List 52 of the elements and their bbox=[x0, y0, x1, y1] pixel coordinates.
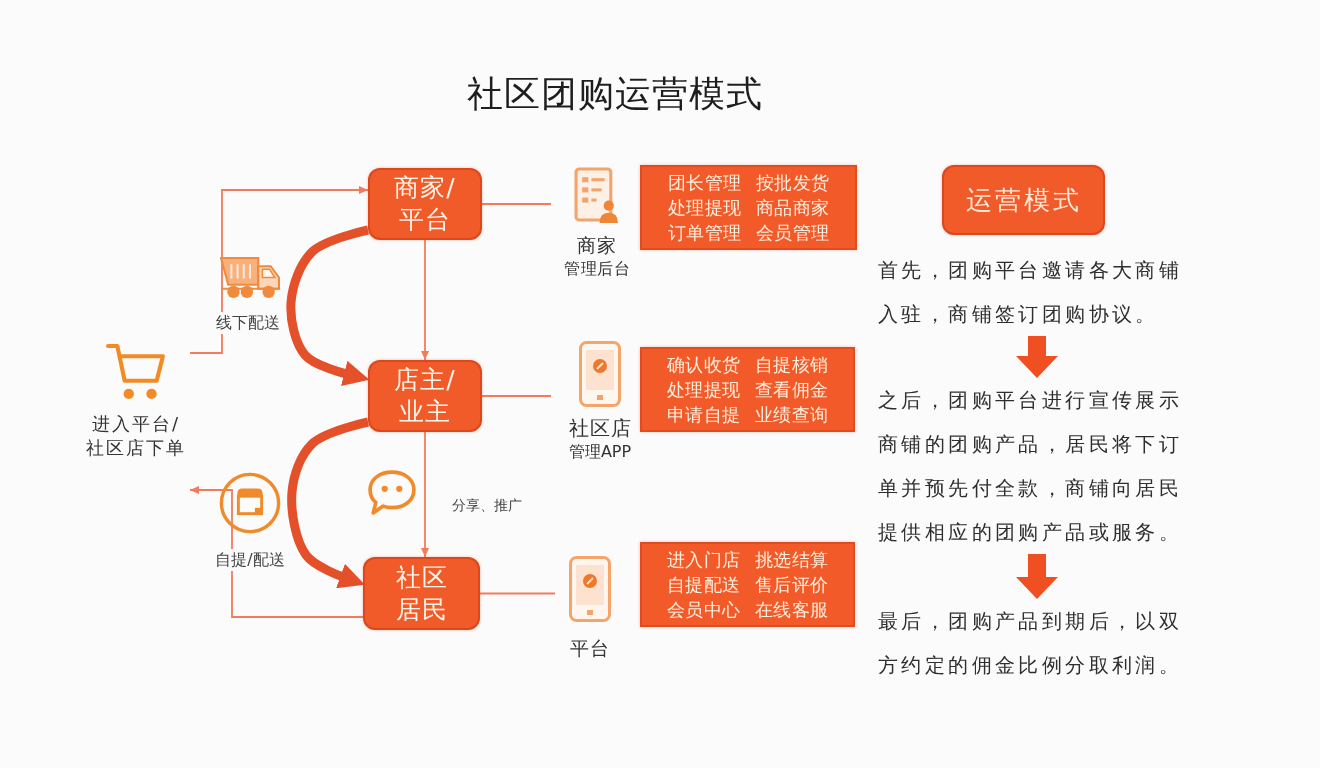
process-box bbox=[368, 168, 482, 240]
paragraph: 之后，团购平台进行宣传展示商铺的团购产品，居民将下订单并预先付全款，商铺向居民提供相应的团购产品或服务。 bbox=[878, 378, 1194, 554]
feature-label: 订单管理 bbox=[667, 221, 742, 245]
icon-caption: 平台 bbox=[570, 636, 610, 661]
feature-label: 在线客服 bbox=[754, 598, 829, 622]
paragraph: 首先，团购平台邀请各大商铺入驻，商铺签订团购协议。 bbox=[878, 248, 1194, 336]
feature-label: 会员管理 bbox=[755, 221, 830, 245]
feature-label: 申请自提 bbox=[666, 403, 741, 427]
edge-label: 分享、推广 bbox=[450, 495, 524, 515]
node-label: 店主/业主 bbox=[393, 364, 457, 428]
icon-caption: 社区店 bbox=[568, 415, 632, 441]
feature-label: 查看佣金 bbox=[754, 378, 829, 402]
feature-label: 自提核销 bbox=[754, 353, 829, 377]
feature-label: 挑选结算 bbox=[754, 548, 829, 572]
icon-caption: 管理APP bbox=[568, 441, 632, 463]
feature-label: 业绩查询 bbox=[754, 403, 829, 427]
connector-line bbox=[479, 592, 556, 595]
heading-box bbox=[942, 165, 1105, 235]
arrow bbox=[421, 239, 429, 361]
feature-label: 售后评价 bbox=[754, 573, 829, 597]
heading-label: 运营模式 bbox=[965, 184, 1082, 217]
curved-arrow bbox=[287, 417, 369, 589]
feature-panel bbox=[640, 347, 855, 432]
feature-panel bbox=[640, 542, 855, 627]
icon-caption: 进入平台/社区店下单 bbox=[85, 412, 187, 460]
process-box bbox=[368, 360, 482, 432]
feature-panel bbox=[640, 165, 857, 250]
node-label: 商家/平台 bbox=[393, 172, 457, 236]
feature-label: 处理提现 bbox=[667, 196, 742, 220]
icon-caption: 商家 bbox=[577, 233, 617, 258]
connector-line bbox=[481, 395, 552, 397]
feature-label: 处理提现 bbox=[666, 378, 741, 402]
block-arrow bbox=[1016, 554, 1058, 599]
title: 社区团购运营模式 bbox=[467, 72, 763, 116]
feature-label: 团长管理 bbox=[667, 171, 742, 195]
process-box bbox=[363, 557, 480, 630]
feature-label: 商品商家 bbox=[755, 196, 830, 220]
curved-arrow bbox=[286, 225, 370, 387]
feature-label: 确认收货 bbox=[666, 353, 741, 377]
arrow bbox=[189, 186, 369, 354]
feature-label: 按批发货 bbox=[755, 171, 830, 195]
feature-label: 会员中心 bbox=[666, 598, 741, 622]
arrow bbox=[421, 431, 429, 558]
icon-caption: 管理后台 bbox=[564, 258, 630, 280]
edge-label: 线下配送 bbox=[214, 312, 282, 334]
feature-label: 进入门店 bbox=[666, 548, 741, 572]
paragraph: 最后，团购产品到期后，以双方约定的佣金比例分取利润。 bbox=[878, 599, 1194, 687]
feature-label: 自提配送 bbox=[666, 573, 741, 597]
node-label: 社区居民 bbox=[394, 561, 449, 626]
arrow bbox=[189, 486, 364, 618]
connector-line bbox=[481, 203, 552, 205]
block-arrow bbox=[1016, 336, 1058, 378]
